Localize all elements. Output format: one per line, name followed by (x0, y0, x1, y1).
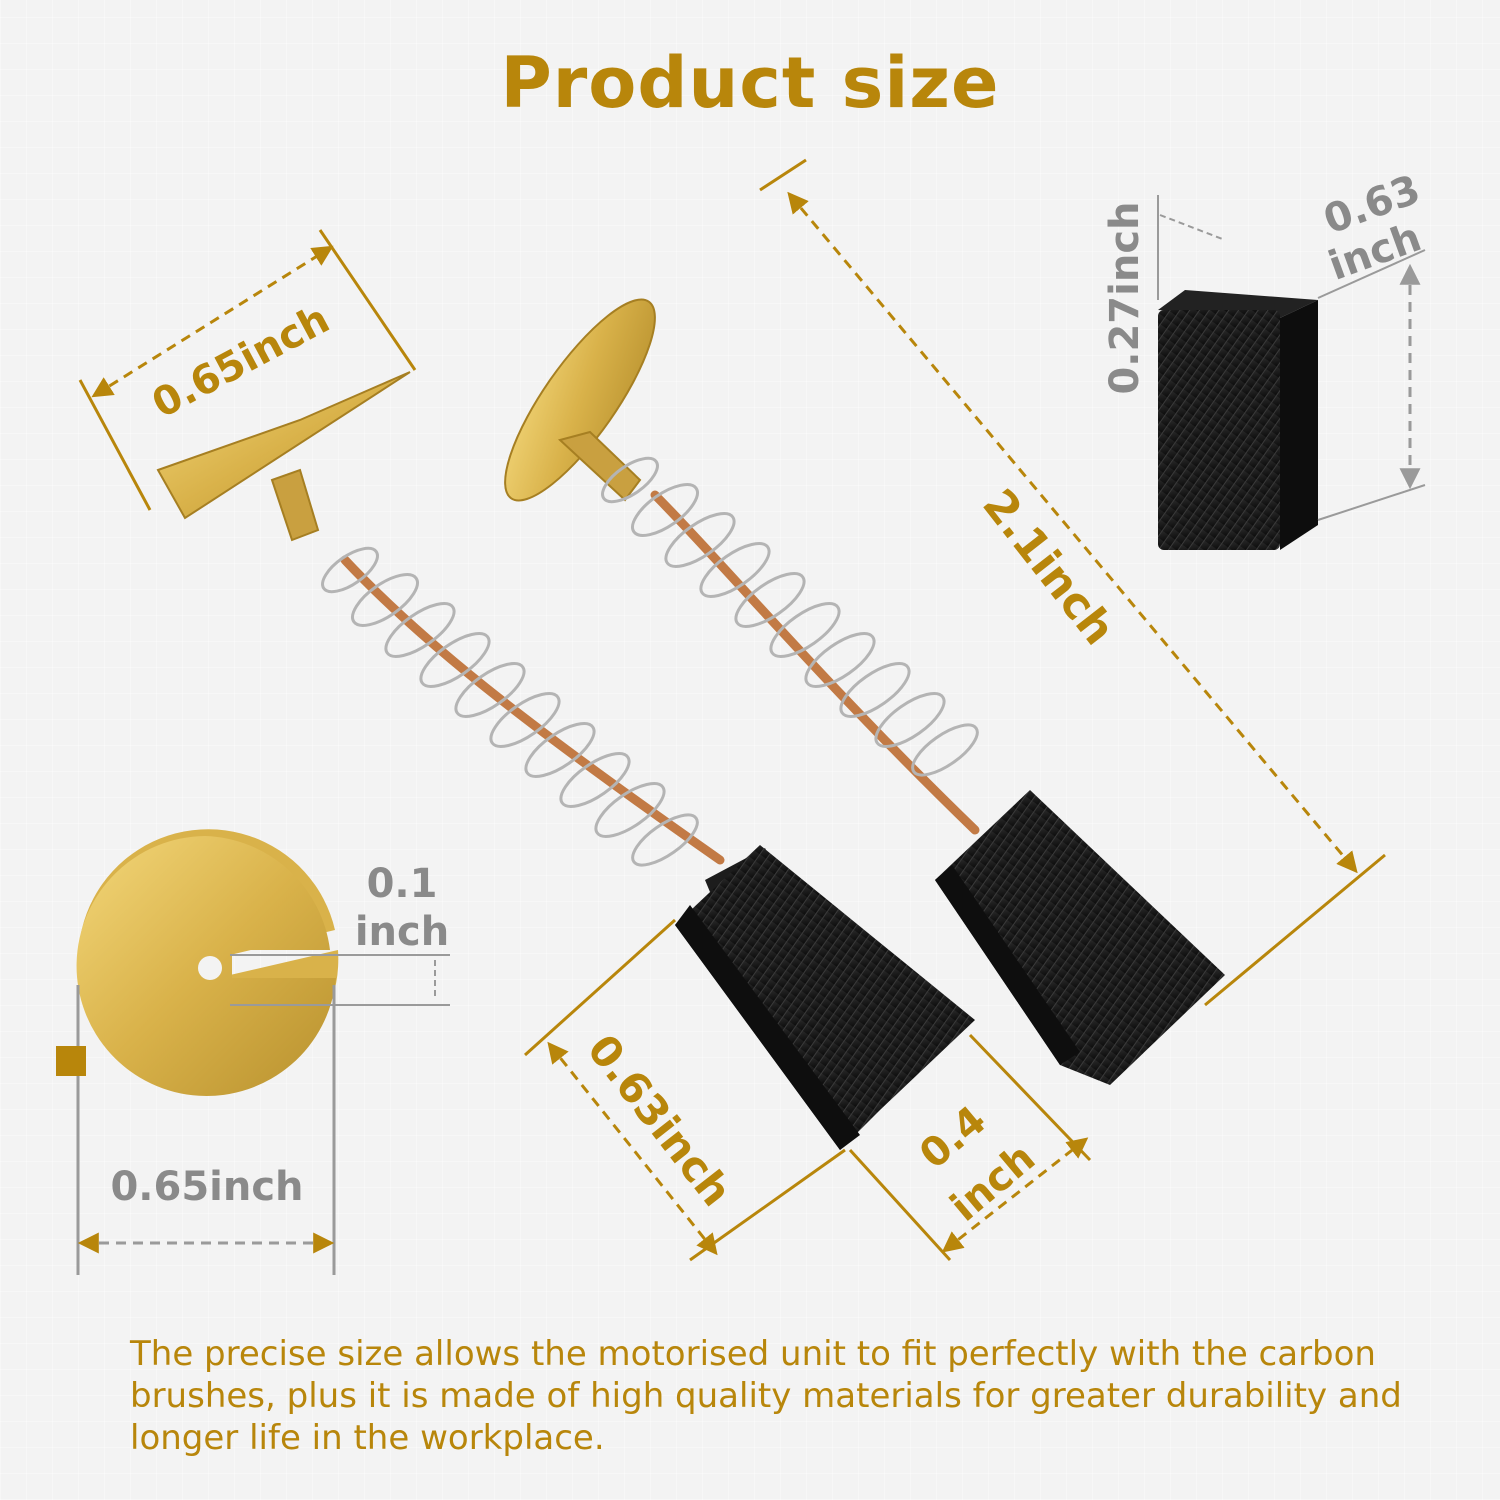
right-carbon-block (935, 790, 1225, 1085)
label-plate-width: 0.65inch (145, 296, 337, 427)
left-spring (321, 546, 699, 867)
left-brush-assembly (156, 371, 975, 1150)
bullet-square (56, 1046, 86, 1076)
washer-hole (198, 956, 222, 980)
page-title: Product size (500, 42, 1000, 124)
description-text: The precise size allows the motorised un… (130, 1334, 1402, 1458)
dimension-lines (76, 158, 1426, 1275)
right-brass-plate (504, 298, 656, 502)
left-carbon-block (675, 845, 975, 1150)
left-plate-tab (270, 468, 320, 542)
left-copper-wire (340, 555, 725, 865)
label-washer-diameter: 0.65inch (110, 1164, 303, 1210)
detail-carbon-block (1158, 290, 1318, 550)
washer (76, 829, 339, 1096)
right-plate-tab (557, 430, 642, 502)
label-washer-slot-line1: 0.1 (367, 861, 438, 907)
left-brass-plate (156, 371, 411, 520)
label-block-height: 0.27inch (1102, 201, 1148, 394)
label-washer-slot-line2: inch (355, 909, 449, 955)
label-brush-length: 0.63inch (578, 1025, 741, 1215)
